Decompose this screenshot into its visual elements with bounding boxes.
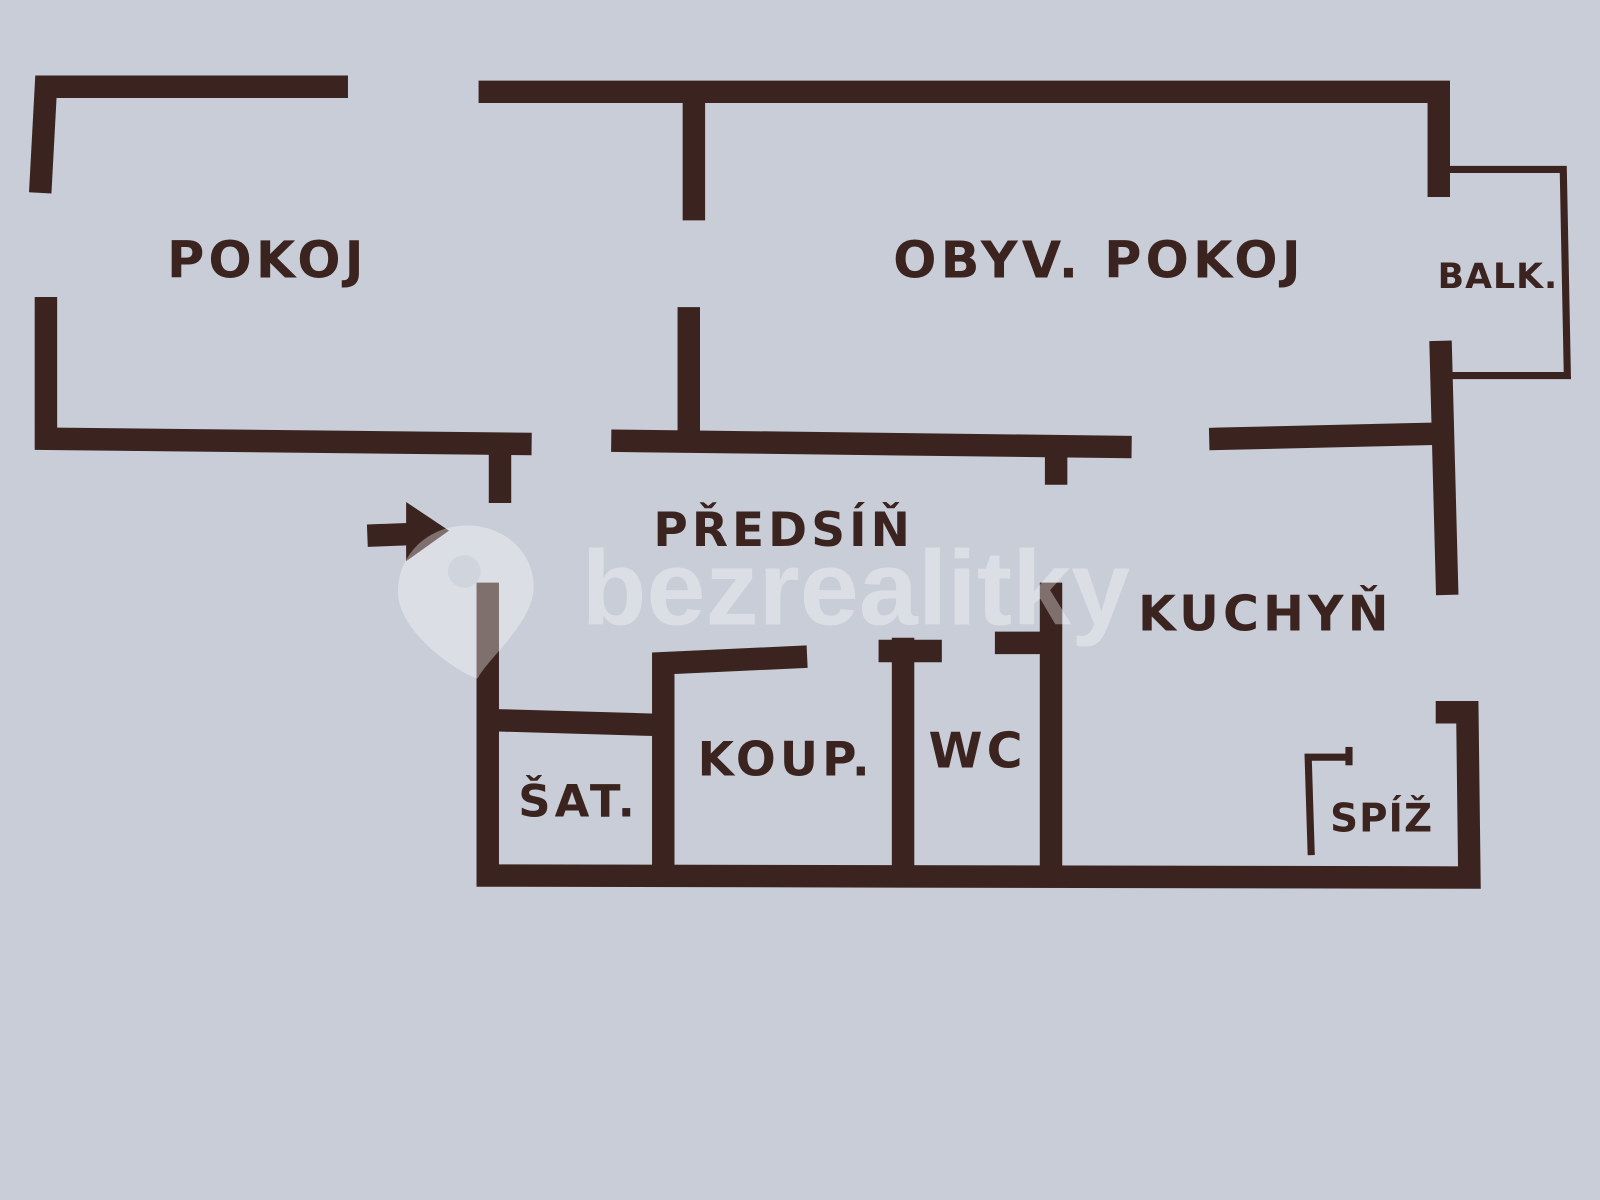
watermark-text: bezrealitky xyxy=(582,529,1131,647)
walls xyxy=(29,75,1481,889)
watermark: bezrealitky xyxy=(397,525,1131,679)
entrance-arrow-icon xyxy=(366,502,449,562)
label-predsin: PŘEDSÍŇ xyxy=(653,503,914,558)
map-pin-icon xyxy=(397,525,534,679)
wall-right xyxy=(1429,340,1459,596)
label-spiz: SPÍŽ xyxy=(1330,795,1433,842)
wall-living-bottom xyxy=(611,429,1132,459)
label-koupelna: KOUP. xyxy=(698,733,874,788)
wall-pokoj-bottom xyxy=(34,296,532,456)
label-wc: WC xyxy=(928,722,1026,779)
wall-spiz xyxy=(1304,753,1349,856)
label-pokoj: POKOJ xyxy=(167,232,368,291)
wall-kitchen-top xyxy=(1208,422,1451,451)
wall-pokoj-top xyxy=(29,75,348,194)
wall-bottom-block xyxy=(476,582,1481,889)
balcony-outline xyxy=(1448,165,1571,380)
wall-koupelna xyxy=(652,645,808,887)
wall-top xyxy=(478,80,1450,197)
label-kuchyn: KUCHYŇ xyxy=(1138,584,1393,643)
room-labels: POKOJ OBYV. POKOJ BALK. PŘEDSÍŇ KUCHYŇ Š… xyxy=(167,232,1559,842)
label-balkon: BALK. xyxy=(1438,257,1559,297)
label-satna: ŠAT. xyxy=(518,774,639,827)
label-obyvaci-pokoj: OBYV. POKOJ xyxy=(893,232,1305,291)
wall-satna-top xyxy=(490,708,655,737)
